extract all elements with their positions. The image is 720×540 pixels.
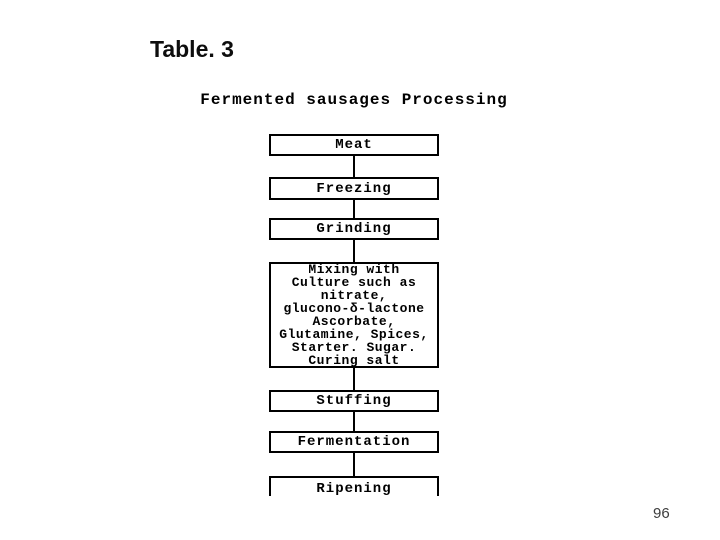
flow-step-mixing-line: glucono-δ-lactone <box>283 301 425 316</box>
flow-step-mixing-line: Culture such as <box>291 275 417 290</box>
flow-step-label: Stuffing <box>316 393 392 409</box>
flow-step-mixing-line: nitrate, <box>320 288 388 303</box>
flow-step-mixing-line: Curing salt <box>308 353 400 368</box>
flow-step-freezing: Freezing <box>269 177 439 200</box>
flow-step-label: Freezing <box>316 180 392 197</box>
flow-step-mixing-line: Ascorbate, <box>312 314 396 329</box>
page-number: 96 <box>653 505 670 522</box>
flowchart-title: Fermented sausages Processing <box>200 91 508 109</box>
flow-step-label: Meat <box>335 137 373 153</box>
flow-step-fermentation: Fermentation <box>269 431 439 453</box>
connector-line <box>353 200 355 218</box>
flow-step-meat: Meat <box>269 134 439 156</box>
flow-step-mixing-line: Mixing with <box>308 262 400 277</box>
flow-step-stuffing: Stuffing <box>269 390 439 412</box>
flow-step-mixing: Mixing with Culture such as nitrate, glu… <box>269 262 439 368</box>
connector-line <box>353 368 355 390</box>
flow-step-label: Ripening <box>316 481 392 497</box>
flow-step-label: Grinding <box>316 221 392 237</box>
flow-step-ripening: Ripening <box>269 476 439 497</box>
connector-line <box>353 453 355 476</box>
connector-line <box>353 412 355 431</box>
connector-line <box>353 240 355 262</box>
flow-step-mixing-line: Starter. Sugar. <box>291 340 417 355</box>
flow-step-label: Fermentation <box>297 434 411 450</box>
flow-step-grinding: Grinding <box>269 218 439 240</box>
flow-step-mixing-line: Glutamine, Spices, <box>279 327 429 342</box>
slide-title: Table. 3 <box>150 36 234 62</box>
connector-line <box>353 156 355 177</box>
